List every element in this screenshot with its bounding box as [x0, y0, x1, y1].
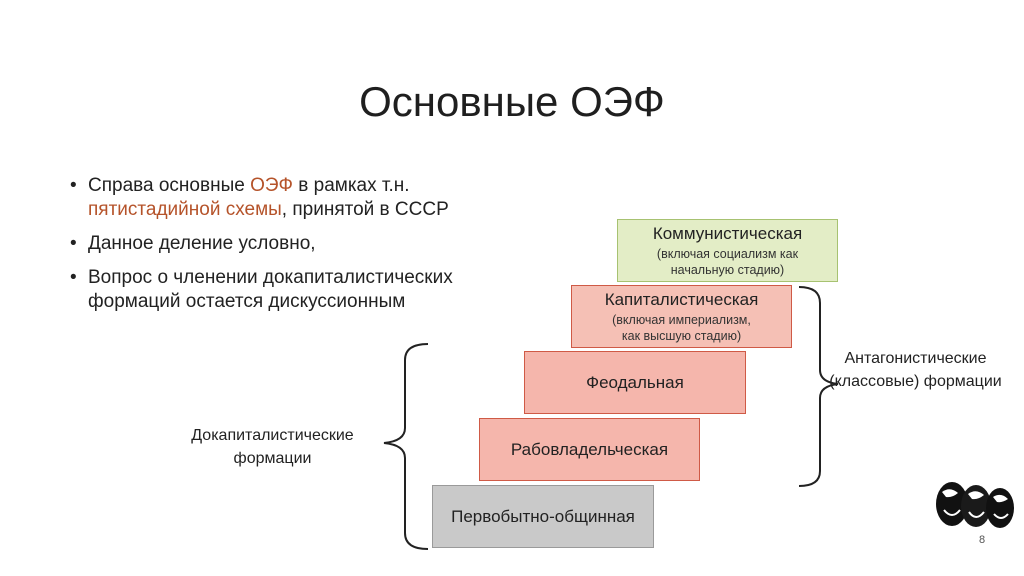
bullet-item: Вопрос о членении докапиталистических фо… [70, 266, 500, 314]
right-brace [798, 286, 839, 487]
step-note: (включая империализм, как высшую стадию) [612, 312, 751, 343]
bullet-list: Справа основные ОЭФ в рамках т.н. пятист… [70, 174, 500, 324]
accent-term-oef: ОЭФ [250, 175, 293, 196]
page-number: 8 [978, 534, 986, 546]
step-label: Первобытно-общинная [451, 506, 635, 526]
left-brace [383, 343, 429, 550]
bullet-text: Справа основные [88, 175, 251, 196]
step-capitalist: Капиталистическая (включая империализм, … [571, 285, 792, 348]
bullet-item: Справа основные ОЭФ в рамках т.н. пятист… [70, 174, 500, 222]
slide-title: Основные ОЭФ [359, 78, 665, 125]
label-precapitalist: Докапиталистические формации [191, 427, 354, 467]
step-primitive: Первобытно-общинная [432, 485, 654, 548]
step-slave: Рабовладельческая [479, 418, 700, 481]
step-label: Капиталистическая [604, 289, 759, 309]
bullet-text: , принятой в СССР [281, 199, 449, 220]
marx-engels-lenin-portrait-icon [936, 482, 1014, 528]
bullet-item: Данное деление условно, [70, 232, 500, 256]
label-antagonistic: Антагонистические (классовые) формации [829, 350, 1002, 390]
step-communist: Коммунистическая (включая социализм как … [617, 219, 838, 282]
step-feudal: Феодальная [524, 351, 746, 414]
step-note: (включая социализм как начальную стадию) [656, 246, 799, 277]
bullet-text: в рамках т.н. [292, 175, 410, 196]
accent-term-five-stage: пятистадийной схемы [88, 199, 282, 220]
step-label: Рабовладельческая [510, 439, 669, 459]
step-label: Феодальная [586, 372, 684, 392]
step-label: Коммунистическая [652, 223, 803, 243]
